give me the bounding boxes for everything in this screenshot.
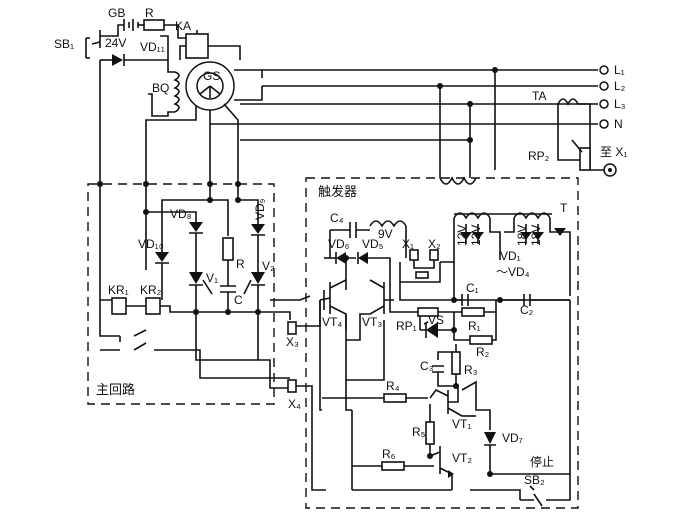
label-gs: GS (203, 69, 220, 83)
label-t: T (560, 201, 568, 215)
label-24v: 24V (105, 36, 126, 50)
label-c1: C₁ (466, 281, 479, 295)
main-loop-box (87, 183, 275, 405)
label-bq: BQ (152, 81, 169, 95)
label-r1: R₁ (468, 319, 481, 333)
label-v1: V₁ (206, 271, 218, 285)
label-vd4: ～VD₄ (496, 265, 530, 279)
label-main-loop: 主回路 (96, 382, 135, 397)
label-vt3: VT₃ (362, 315, 382, 329)
label-12v-a: 12V (455, 225, 469, 246)
label-trigger: 触发器 (318, 184, 357, 199)
trigger-box (305, 177, 579, 509)
label-n: N (614, 117, 623, 131)
label-rp1: RP₁ (396, 319, 417, 333)
label-r4: R₄ (386, 379, 400, 393)
labels: GB R KA SB₁ 24V VD₁₁ BQ GS L₁ L₂ L₃ N TA… (54, 6, 627, 487)
label-ka: KA (175, 19, 191, 33)
label-x3: X₃ (286, 335, 299, 349)
label-18v-a: 18V (515, 225, 529, 246)
label-vt4: VT₄ (322, 315, 342, 329)
label-18v-b: 18V (529, 225, 543, 246)
power-lines (210, 65, 609, 184)
label-12v-b: 12V (469, 225, 483, 246)
label-to-x1: 至 X₁ (600, 145, 627, 159)
label-c3: C₃ (420, 359, 434, 373)
label-ta: TA (532, 89, 546, 103)
label-x2: X₂ (428, 237, 441, 251)
label-r2: R₂ (476, 345, 490, 359)
label-r-top: R (145, 6, 154, 20)
top-supply (85, 19, 241, 184)
label-kr2: KR₂ (140, 283, 162, 297)
trigger-circuit (319, 176, 571, 507)
label-sb1: SB₁ (54, 37, 74, 51)
label-r6: R₆ (382, 447, 396, 461)
label-vd9: VD₉ (253, 198, 267, 220)
label-kr1: KR₁ (108, 283, 129, 297)
label-vd11: VD₁₁ (140, 40, 165, 54)
current-transformer-ta (557, 98, 617, 177)
label-vs: VS (428, 313, 444, 327)
label-stop: 停止 (530, 454, 554, 469)
label-vd10: VD₁₀ (138, 237, 164, 251)
label-c2: C₂ (520, 303, 534, 317)
connectors-x3-x4 (270, 295, 326, 491)
label-r3: R₃ (464, 363, 478, 377)
main-loop-circuit (97, 181, 291, 389)
label-l2: L₂ (614, 79, 626, 93)
label-r5: R₅ (412, 425, 426, 439)
label-vd6: VD₆ (328, 237, 350, 251)
label-9v: 9V (378, 227, 393, 241)
label-vd5: VD₅ (362, 237, 384, 251)
label-l3: L₃ (614, 97, 626, 111)
label-v2: V₂ (262, 259, 275, 273)
label-x1: X₁ (402, 237, 414, 251)
label-c-mid: C (234, 293, 243, 307)
label-vd1: VD₁ (500, 249, 521, 263)
label-r-mid: R (236, 257, 245, 271)
label-l1: L₁ (614, 63, 625, 77)
label-vd8: VD₈ (170, 207, 192, 221)
generator-gs (145, 61, 263, 184)
label-sb2: SB₂ (524, 473, 545, 487)
label-rp2: RP₂ (528, 149, 550, 163)
label-gb: GB (108, 6, 125, 20)
label-x4: X₄ (288, 397, 301, 411)
label-vt1: VT₁ (452, 417, 471, 431)
label-vt2: VT₂ (452, 451, 472, 465)
label-vd7: VD₇ (502, 431, 523, 445)
label-c4: C₄ (330, 211, 344, 225)
